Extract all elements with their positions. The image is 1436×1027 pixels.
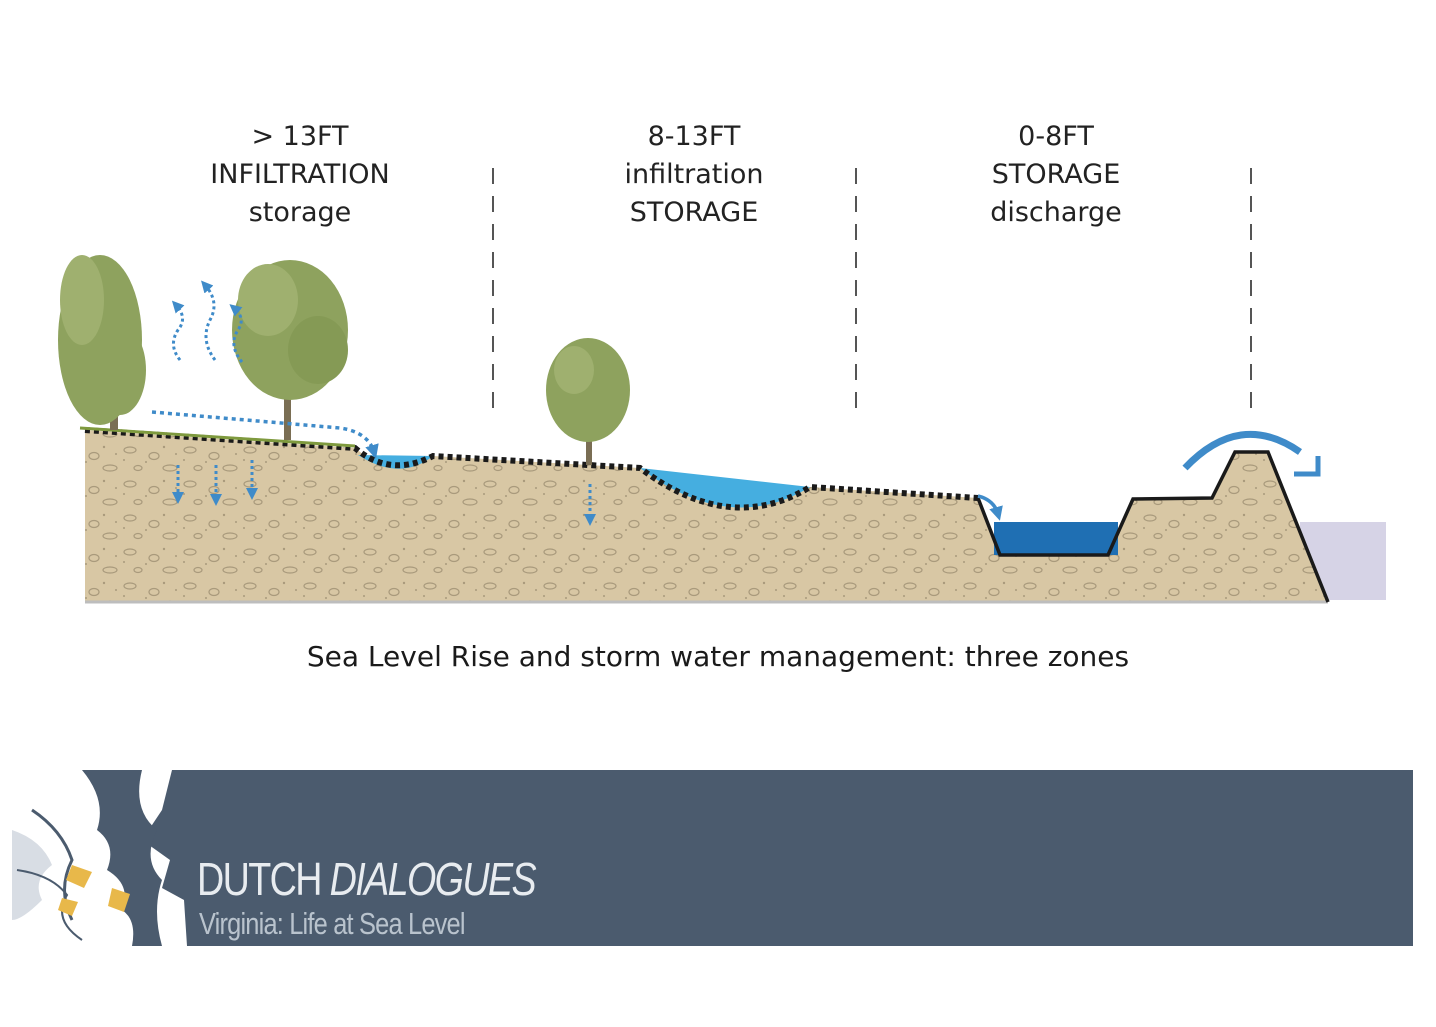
canal-inflow-arrow (977, 494, 1003, 521)
storage-canal-water (994, 522, 1118, 555)
zone-mid-secondary: STORAGE (629, 197, 759, 228)
zone-label-high: > 13FT INFILTRATION storage (150, 118, 450, 232)
ground-surface-line (84, 427, 979, 511)
zone-label-low: 0-8FT STORAGE discharge (906, 118, 1206, 232)
cross-section-diagram (58, 168, 1386, 604)
dike-outline (976, 450, 1330, 603)
brand-title-main: DUTCH (197, 853, 322, 905)
brand-banner: DUTCH DIALOGUES Virginia: Life at Sea Le… (12, 770, 1413, 946)
pond-water-2 (640, 468, 810, 508)
tree-large-right (232, 260, 348, 440)
zone-low-secondary: discharge (990, 197, 1122, 228)
zone-low-elevation: 0-8FT (1018, 121, 1094, 152)
evaporation-arrow-1 (171, 300, 185, 361)
grass-strip (79, 426, 356, 448)
brand-title: DUTCH DIALOGUES (197, 852, 537, 906)
zone-mid-primary: infiltration (624, 159, 764, 190)
soil-profile (85, 430, 1328, 602)
brand-title-italic: DIALOGUES (329, 853, 537, 905)
evaporation-arrow-2 (201, 280, 217, 361)
zone-mid-elevation: 8-13FT (647, 121, 741, 152)
zone-high-secondary: storage (248, 197, 352, 228)
chesapeake-map-graphic (12, 770, 202, 946)
discharge-arrow (1182, 430, 1303, 471)
tree-large-left (58, 255, 146, 430)
brand-subtitle: Virginia: Life at Sea Level (199, 906, 465, 941)
zone-high-elevation: > 13FT (251, 121, 349, 152)
tree-small (546, 338, 630, 465)
zone-low-primary: STORAGE (991, 159, 1121, 190)
diagram-caption: Sea Level Rise and storm water managemen… (306, 640, 1130, 673)
zone-label-mid: 8-13FT infiltration STORAGE (544, 118, 844, 232)
discharge-arrowhead (1294, 456, 1321, 477)
zone-high-primary: INFILTRATION (210, 159, 390, 190)
runoff-arrow (151, 410, 379, 459)
